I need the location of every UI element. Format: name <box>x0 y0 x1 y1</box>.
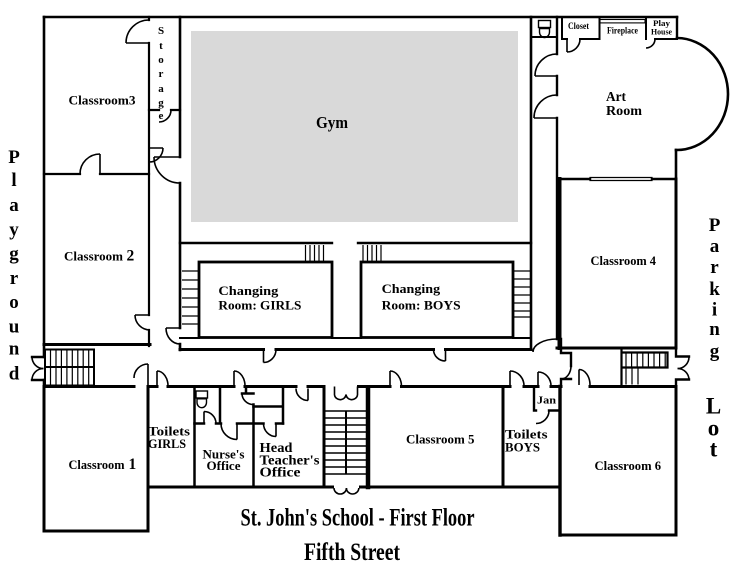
svg-text:P: P <box>709 215 721 236</box>
svg-text:o: o <box>158 54 164 66</box>
svg-text:S: S <box>158 25 164 37</box>
svg-text:Teacher's: Teacher's <box>260 453 320 468</box>
svg-text:n: n <box>709 319 720 340</box>
svg-text:r: r <box>159 68 164 80</box>
svg-text:l: l <box>11 170 16 191</box>
svg-text:o: o <box>708 416 720 441</box>
svg-text:Nurse's: Nurse's <box>203 447 245 462</box>
svg-text:u: u <box>9 317 20 338</box>
svg-text:g: g <box>158 97 164 109</box>
svg-text:e: e <box>159 110 164 122</box>
svg-text:Room: Room <box>606 103 643 118</box>
svg-text:Toilets: Toilets <box>505 428 548 442</box>
svg-text:a: a <box>158 83 164 95</box>
svg-text:Jan: Jan <box>537 396 557 407</box>
svg-text:Head: Head <box>260 440 294 455</box>
svg-text:Changing: Changing <box>382 281 441 296</box>
svg-text:Classroom 4: Classroom 4 <box>591 254 657 268</box>
svg-text:t: t <box>710 437 718 462</box>
svg-text:St. John's School - First Floo: St. John's School - First Floor <box>241 505 475 532</box>
svg-text:a: a <box>710 236 720 257</box>
svg-text:Office: Office <box>260 465 301 480</box>
svg-text:Room: GIRLS: Room: GIRLS <box>218 298 301 313</box>
svg-text:P: P <box>8 147 20 168</box>
svg-text:Fireplace: Fireplace <box>607 26 638 36</box>
svg-text:Play: Play <box>653 18 671 28</box>
svg-text:g: g <box>710 341 720 362</box>
svg-text:r: r <box>10 268 19 289</box>
svg-text:Changing: Changing <box>218 283 279 298</box>
svg-text:g: g <box>9 244 19 265</box>
svg-text:2: 2 <box>127 248 135 265</box>
svg-text:House: House <box>651 27 672 37</box>
svg-text:L: L <box>706 394 721 419</box>
svg-text:d: d <box>9 364 20 385</box>
svg-text:GIRLS: GIRLS <box>148 437 186 451</box>
svg-text:Classroom: Classroom <box>64 250 124 264</box>
svg-text:1: 1 <box>129 456 137 473</box>
svg-text:Fifth Street: Fifth Street <box>304 539 401 566</box>
svg-text:Closet: Closet <box>568 21 589 31</box>
svg-text:y: y <box>9 220 19 241</box>
svg-text:Toilets: Toilets <box>148 425 190 439</box>
svg-text:BOYS: BOYS <box>505 441 540 455</box>
svg-text:Art: Art <box>606 89 626 104</box>
svg-text:a: a <box>9 195 19 216</box>
svg-text:Classroom: Classroom <box>69 458 126 472</box>
svg-text:Gym: Gym <box>316 113 348 132</box>
svg-text:k: k <box>709 279 720 300</box>
svg-text:n: n <box>9 339 20 360</box>
svg-text:i: i <box>712 300 717 321</box>
svg-text:r: r <box>710 257 719 278</box>
svg-text:Classroom3: Classroom3 <box>69 94 136 108</box>
svg-text:o: o <box>9 292 19 313</box>
svg-text:t: t <box>159 40 163 52</box>
svg-text:Office: Office <box>207 458 241 473</box>
svg-text:Classroom 5: Classroom 5 <box>406 433 475 447</box>
svg-text:Classroom 6: Classroom 6 <box>595 459 662 473</box>
svg-text:Room: BOYS: Room: BOYS <box>382 298 461 313</box>
